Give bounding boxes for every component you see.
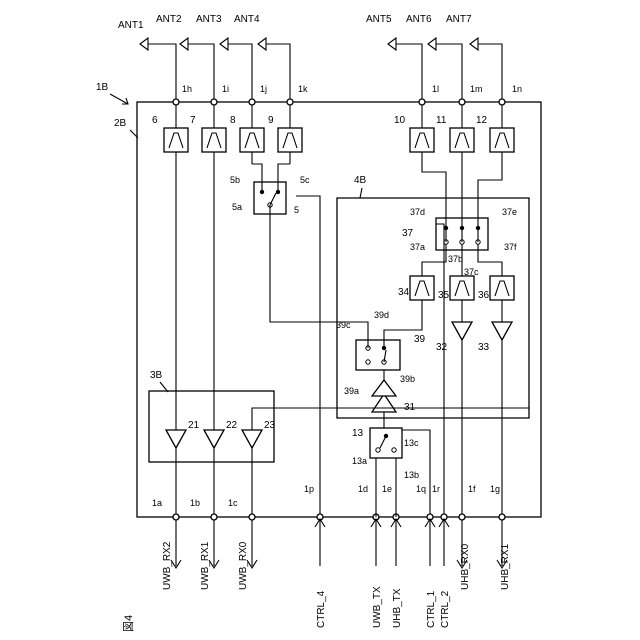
switch-39-port-b: 39b	[400, 374, 415, 384]
antenna-label-6: ANT6	[406, 14, 432, 25]
terminal-label-1r: 1r	[432, 484, 440, 494]
amp-label-23: 23	[264, 420, 276, 431]
rx-block-3B	[149, 391, 274, 462]
signal-uhb-rx0: UHB_RX0	[460, 543, 471, 590]
terminal-label-1l: 1l	[432, 84, 439, 94]
amp-label-21: 21	[188, 420, 200, 431]
filter-label-8: 8	[230, 115, 236, 126]
ctrl-4-line	[296, 196, 320, 514]
terminal-label-1n: 1n	[512, 84, 522, 94]
terminal-label-1g: 1g	[490, 484, 500, 494]
switch-13-port-c: 13c	[404, 438, 419, 448]
antenna-symbols	[140, 38, 502, 102]
switch-13-port-b: 13b	[404, 470, 419, 480]
board-label: 2B	[114, 118, 127, 129]
antenna-label-4: ANT4	[234, 14, 260, 25]
terminal-label-1q: 1q	[416, 484, 426, 494]
signal-uwb-rx1: UWB_RX1	[200, 541, 211, 590]
signal-ctrl-4: CTRL_4	[316, 590, 327, 628]
switch-39	[356, 340, 400, 370]
amp-label-22: 22	[226, 420, 238, 431]
terminal-label-1p: 1p	[304, 484, 314, 494]
signal-uwb-tx: UWB_TX	[372, 586, 383, 628]
terminal-label-1m: 1m	[470, 84, 483, 94]
filter-label-36: 36	[478, 290, 490, 301]
terminal-label-1e: 1e	[382, 484, 392, 494]
antenna-label-3: ANT3	[196, 14, 222, 25]
terminal-label-1j: 1j	[260, 84, 267, 94]
amp-31	[372, 394, 396, 412]
terminal-label-1f: 1f	[468, 484, 476, 494]
rx-block-label: 3B	[150, 370, 163, 381]
amp-31-stage	[372, 380, 396, 396]
filter-label-6: 6	[152, 115, 158, 126]
tx-block-leader	[360, 188, 362, 198]
external-signal-wires	[171, 519, 507, 568]
antenna-label-5: ANT5	[366, 14, 392, 25]
switch-39-from-5	[270, 205, 368, 348]
switch-37-inputs	[422, 152, 502, 228]
signal-uwb-rx0: UWB_RX0	[238, 541, 249, 590]
switch-37-port-d: 37d	[410, 207, 425, 217]
filter-label-7: 7	[190, 115, 196, 126]
signal-ctrl-1: CTRL_1	[426, 590, 437, 628]
switch-13-ref: 13	[352, 428, 364, 439]
filter-label-10: 10	[394, 115, 406, 126]
switch-5-port-a: 5a	[232, 202, 242, 212]
module-label-arrow	[110, 94, 128, 104]
terminal-label-1c: 1c	[228, 498, 238, 508]
terminal-label-1d: 1d	[358, 484, 368, 494]
bottom-terminal-labels: 1a 1b 1c 1p 1d 1e 1q 1r 1f 1g	[152, 484, 500, 508]
antenna-label-7: ANT7	[446, 14, 472, 25]
amp-label-33: 33	[478, 342, 490, 353]
antenna-label-1: ANT1	[118, 20, 144, 31]
antenna-label-2: ANT2	[156, 14, 182, 25]
switch-37-port-f: 37f	[504, 242, 517, 252]
switch-5-port-b: 5b	[230, 175, 240, 185]
module-1B-outline	[137, 102, 541, 517]
filter-label-11: 11	[436, 115, 447, 126]
switch-39-ref: 39	[414, 334, 426, 345]
top-filters	[164, 128, 514, 152]
tx-block-label: 4B	[354, 175, 367, 186]
signal-uhb-tx: UHB_TX	[392, 588, 403, 628]
terminal-label-1i: 1i	[222, 84, 229, 94]
module-label: 1B	[96, 82, 109, 93]
switch-37-ref: 37	[402, 228, 414, 239]
switch-39-port-d: 39d	[374, 310, 389, 320]
terminal-label-1a: 1a	[152, 498, 162, 508]
filter-label-34: 34	[398, 287, 410, 298]
switch-39-port-a: 39a	[344, 386, 359, 396]
ctrl-2-line	[436, 224, 444, 514]
antenna-labels: ANT1 ANT2 ANT3 ANT4 ANT5 ANT6 ANT7	[118, 14, 472, 31]
switch-5-port-c: 5c	[300, 175, 310, 185]
mid-filter-links	[422, 244, 502, 276]
figure-label: 図4	[122, 615, 135, 632]
signal-uwb-rx2: UWB_RX2	[162, 541, 173, 590]
filter-label-12: 12	[476, 115, 488, 126]
switch-5-ref: 5	[294, 205, 299, 215]
signal-ctrl-2: CTRL_2	[440, 590, 451, 628]
antenna-filter-wires	[176, 105, 502, 128]
top-terminal-labels: 1h 1i 1j 1k 1l 1m 1n	[182, 84, 522, 94]
terminal-label-1b: 1b	[190, 498, 200, 508]
amplifiers-rx-uwb	[166, 430, 262, 448]
switch-37-port-e: 37e	[502, 207, 517, 217]
filter-label-9: 9	[268, 115, 274, 126]
amp-label-32: 32	[436, 342, 448, 353]
switch-13-port-a: 13a	[352, 456, 367, 466]
terminal-label-1h: 1h	[182, 84, 192, 94]
tx-block-4B	[337, 198, 529, 418]
signal-uhb-rx1: UHB_RX1	[500, 543, 511, 590]
mid-filters	[410, 276, 514, 300]
switch-37-port-a: 37a	[410, 242, 425, 252]
switch-13	[370, 428, 402, 458]
switch-5-filter-links	[252, 152, 290, 164]
switch-37-port-b: 37b	[448, 254, 463, 264]
terminal-label-1k: 1k	[298, 84, 308, 94]
top-filter-labels: 6 7 8 9 10 11 12	[152, 115, 488, 126]
